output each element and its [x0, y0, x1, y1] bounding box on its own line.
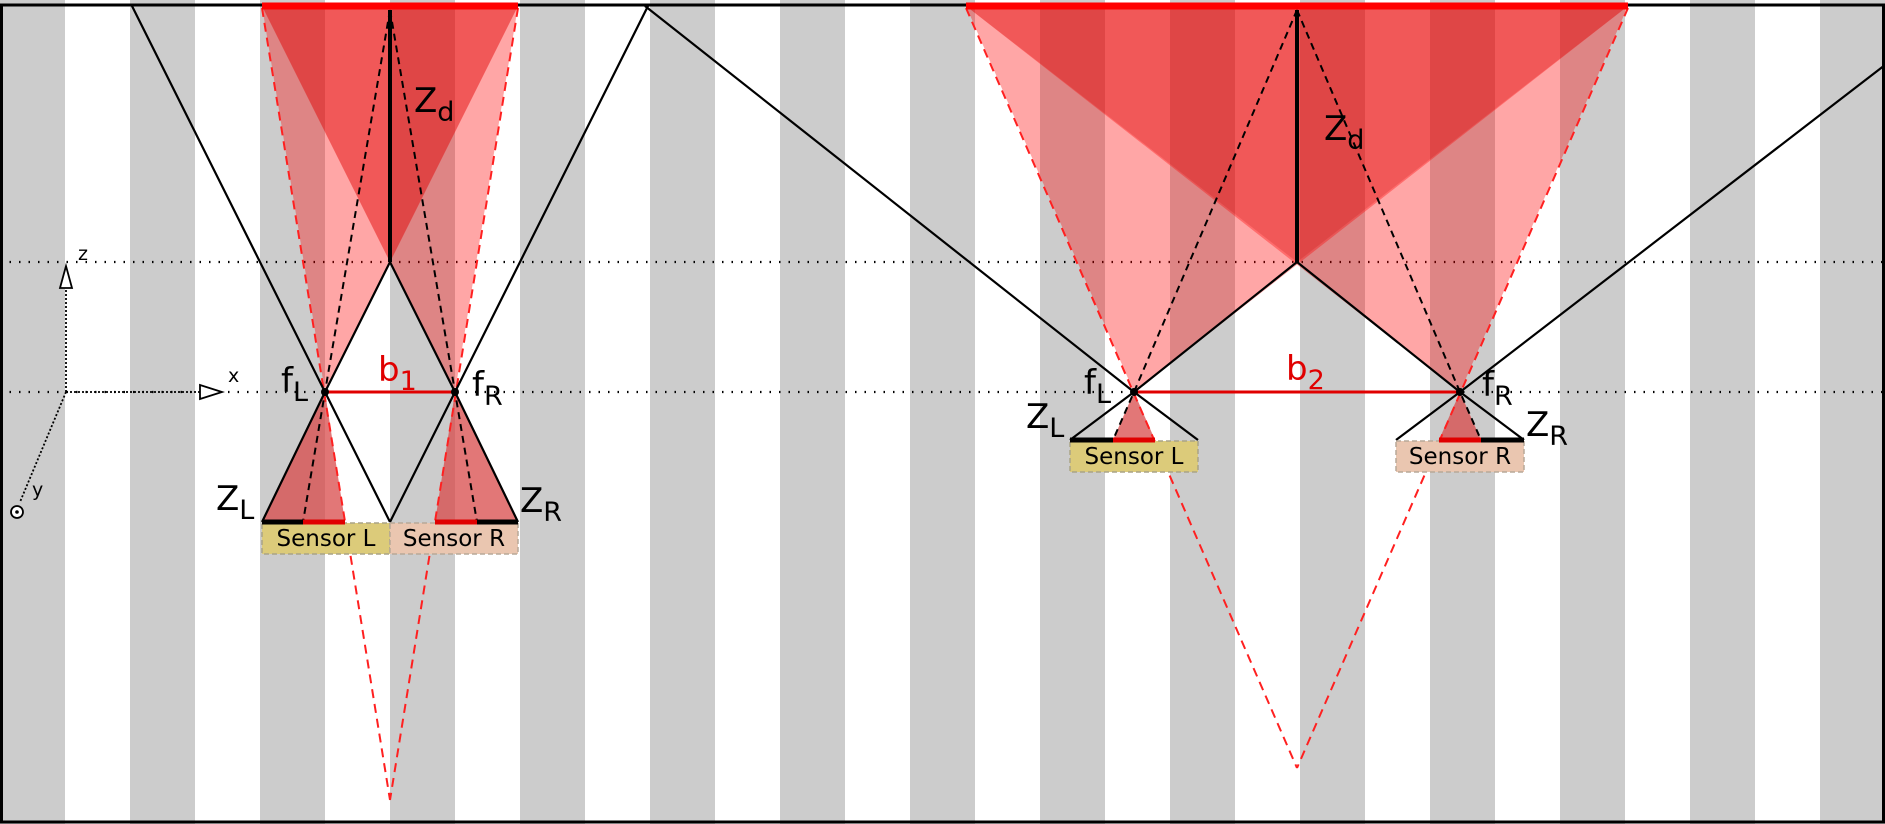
focal-point-right-1	[451, 388, 459, 396]
baseline-label-2: b2	[1286, 349, 1325, 396]
depth-label-1: Zd	[414, 81, 454, 128]
setup-1: Sensor L Sensor R Zd b1 fL fR ZL ZR	[131, 2, 649, 801]
background-stripe	[1820, 0, 1885, 824]
left-ray-2	[965, 7, 1298, 769]
y-axis-label: y	[32, 479, 43, 501]
background-stripe	[910, 0, 975, 824]
background-stripe	[780, 0, 845, 824]
right-ray-1	[389, 7, 519, 801]
sensor-left-label-2: Sensor L	[1085, 444, 1184, 470]
focal-left-label-1: fL	[281, 361, 308, 408]
focal-point-left-2	[1130, 388, 1138, 396]
baseline-label-1: b1	[378, 350, 417, 397]
sensor-right-label-1: Sensor R	[403, 526, 505, 552]
left-sensor-cone-1	[262, 392, 345, 522]
zero-left-label-1: ZL	[216, 479, 254, 526]
right-sensor-cone-1	[435, 392, 518, 522]
right-ray-2	[1296, 7, 1629, 769]
right-center-ray-2	[1296, 9, 1482, 441]
diagram-frame	[0, 3, 1885, 824]
z-axis-label: z	[78, 243, 88, 265]
left-center-ray-2	[1112, 9, 1298, 441]
x-axis-label: x	[228, 365, 239, 387]
y-axis-dot-icon	[15, 510, 19, 514]
zero-right-label-1: ZR	[520, 481, 562, 528]
background-stripe	[0, 0, 65, 824]
left-sensor-cone-2	[1113, 392, 1155, 440]
depth-label-2: Zd	[1324, 109, 1364, 156]
background-stripe	[520, 0, 585, 824]
zero-right-label-2: ZR	[1526, 405, 1568, 452]
focal-right-label-1: fR	[472, 365, 503, 412]
right-sensor-cone-2	[1439, 392, 1481, 440]
focal-left-label-2: fL	[1084, 363, 1111, 410]
background-stripe	[1690, 0, 1755, 824]
background-stripe	[1170, 0, 1235, 824]
focal-point-right-2	[1456, 388, 1464, 396]
coordinate-axes: x z y	[10, 243, 239, 519]
focal-right-label-2: fR	[1482, 365, 1513, 412]
background-stripe	[1040, 0, 1105, 824]
background-stripe	[130, 0, 195, 824]
sensor-left-label-1: Sensor L	[277, 526, 376, 552]
x-axis-arrow-icon	[199, 383, 225, 401]
z-axis-arrow-icon	[58, 262, 74, 289]
background-stripe	[650, 0, 715, 824]
sensor-right-label-2: Sensor R	[1409, 444, 1511, 470]
zero-left-label-2: ZL	[1026, 397, 1064, 444]
setup-2: Sensor L Sensor R Zd b2 fL fR ZL ZR	[644, 2, 1885, 769]
focal-point-left-1	[321, 388, 329, 396]
left-ray-1	[261, 7, 391, 801]
